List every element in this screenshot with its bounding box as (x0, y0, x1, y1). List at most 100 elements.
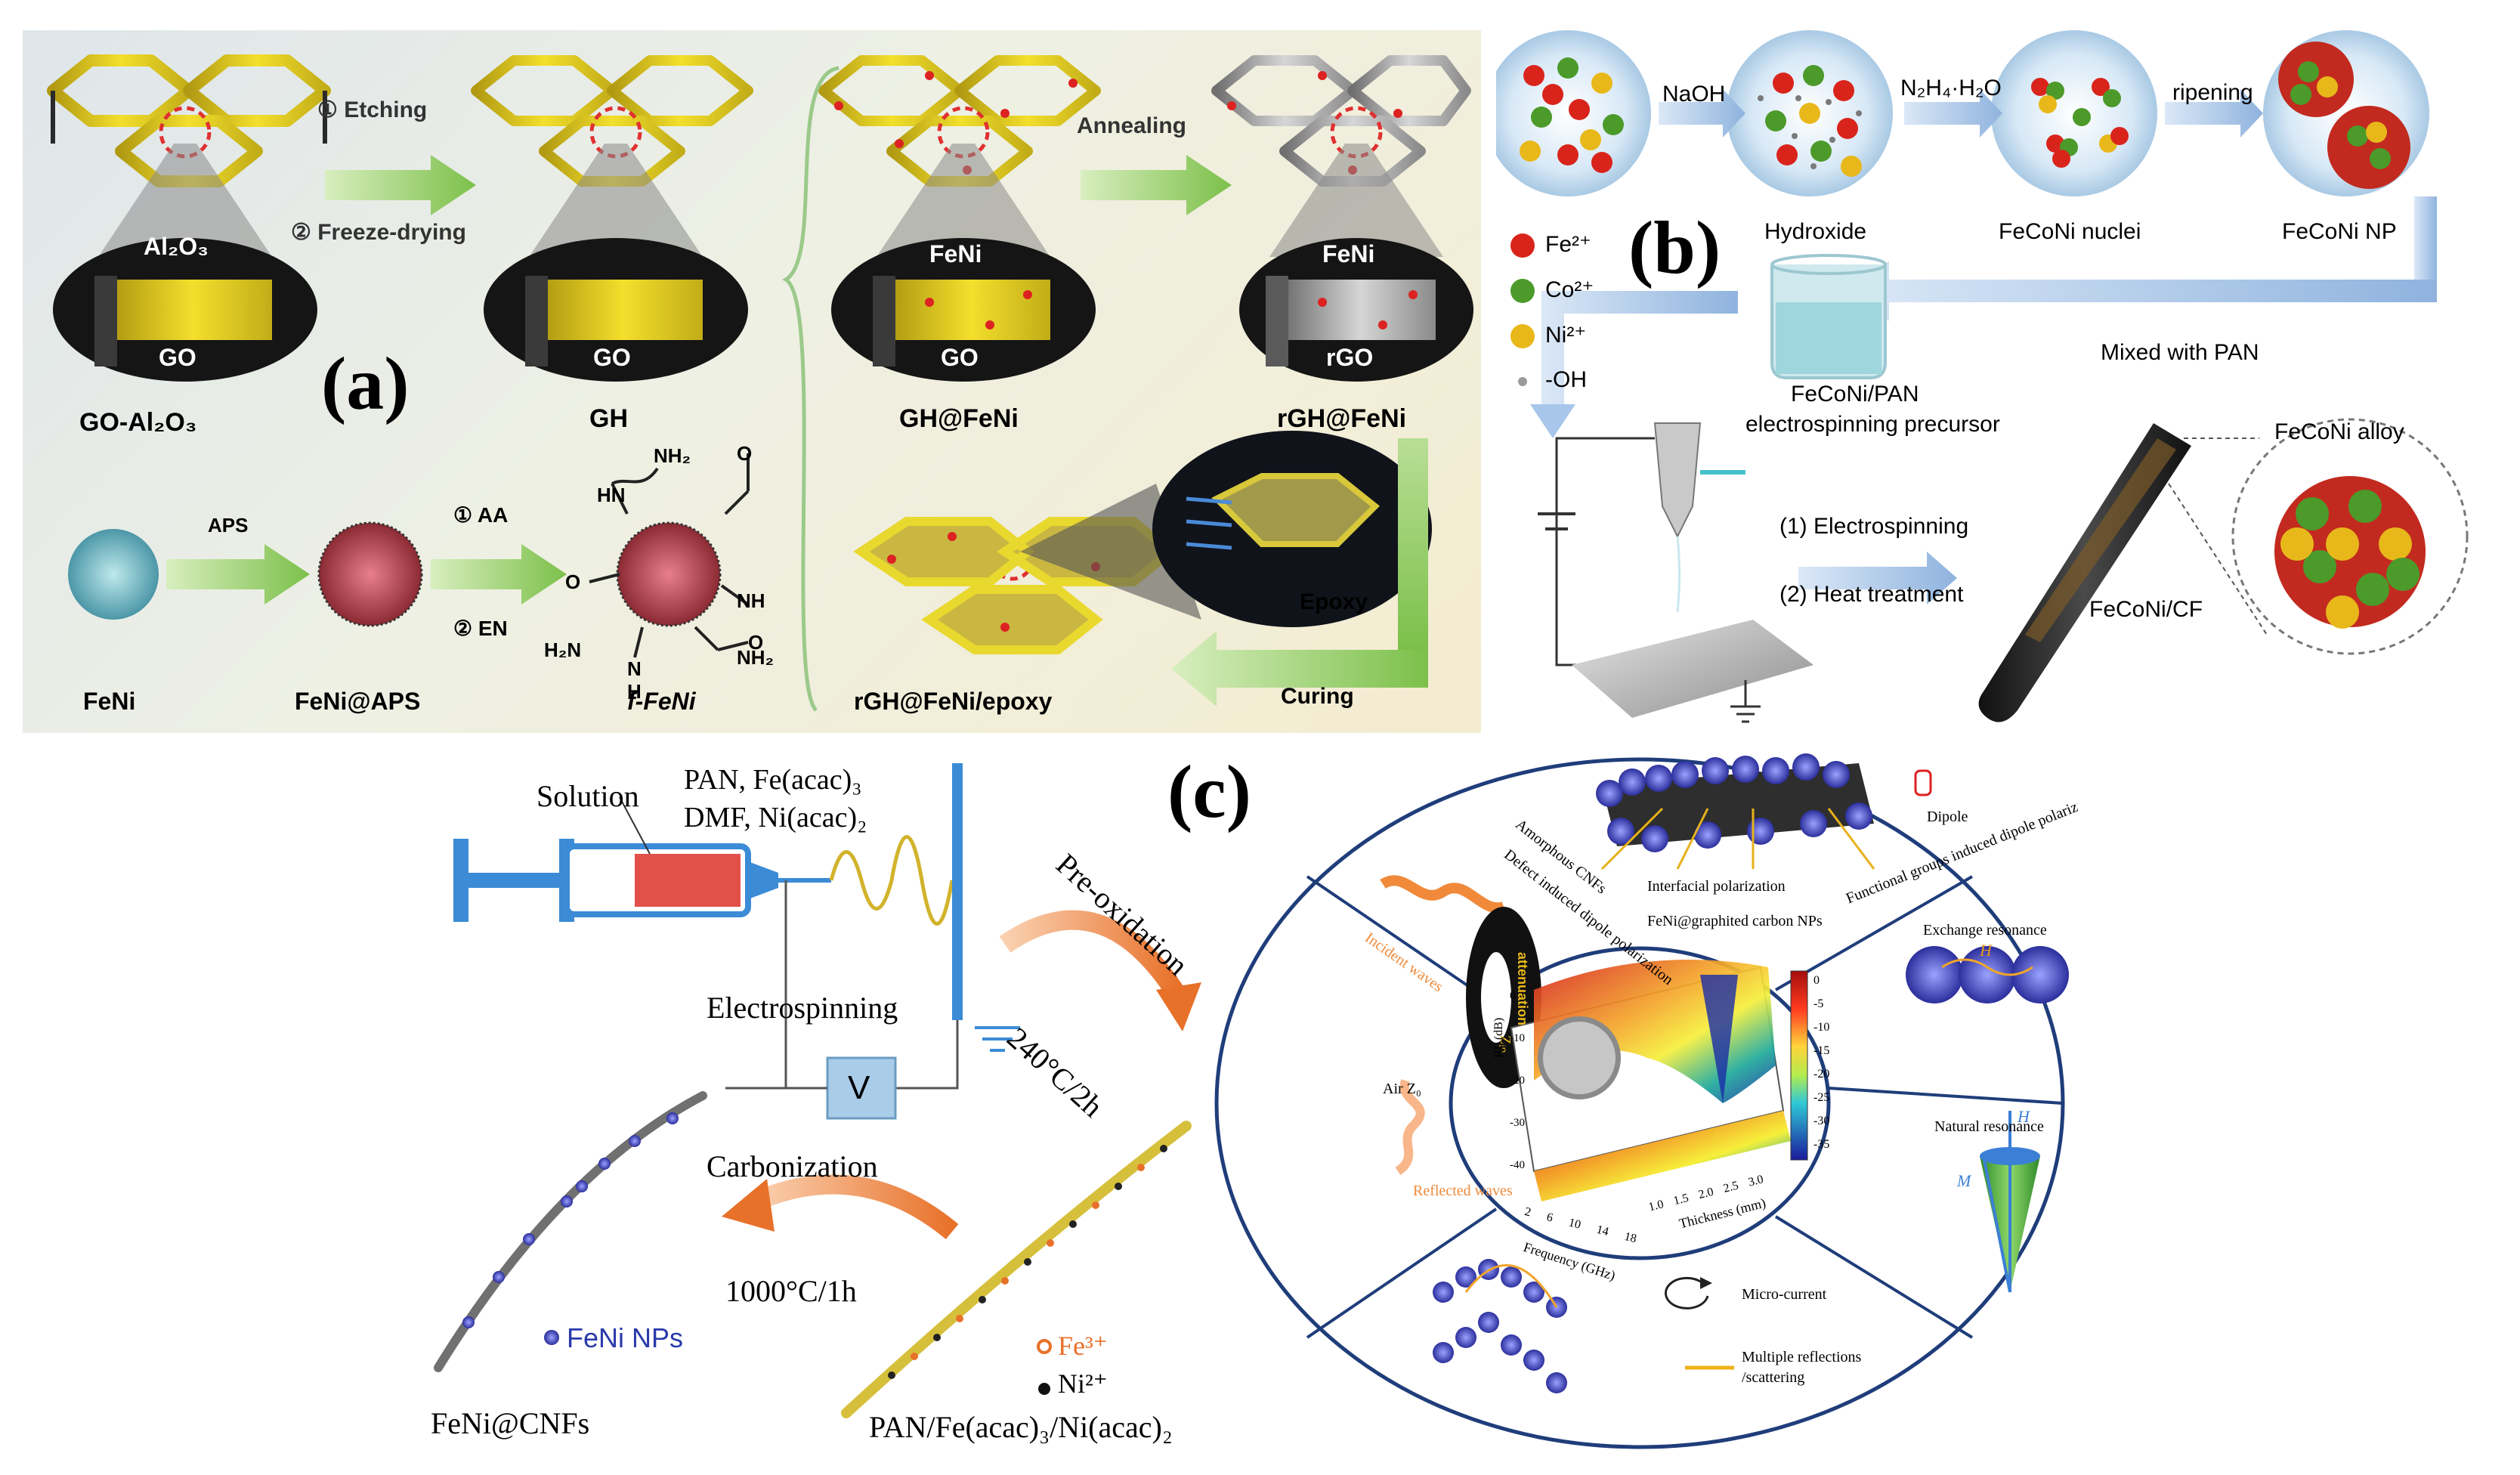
mech-micro: Micro-current (1742, 1286, 1827, 1303)
label-fiber: FeCoNi/CF (2089, 597, 2203, 622)
arrow-aps (166, 544, 310, 605)
syringe (453, 839, 831, 922)
label-fe3: Fe³⁺ (1058, 1331, 1108, 1361)
label-solution-line2: DMF, Ni(acac)₂ (684, 802, 867, 833)
label-precursor-2: electrospinning precursor (1745, 412, 2000, 437)
chem-h2n: H₂N (544, 639, 582, 661)
mech-m: M (1957, 1171, 1971, 1190)
mech-exchange: Exchange resonance (1923, 922, 2047, 938)
name-go-al2o3: GO-Al₂O₃ (79, 408, 197, 437)
label-precursor-1: FeCoNi/PAN (1791, 382, 1919, 407)
panel-c: Solution PAN, Fe(acac)₃ DMF, Ni(acac)₂ E… (423, 748, 2078, 1458)
zoom-label-feni-1: FeNi (929, 240, 982, 267)
mech-air: Air Z₀ (1383, 1081, 1421, 1097)
rl-tick: -40 (1510, 1159, 1525, 1171)
label-feni-nps: FeNi NPs (567, 1322, 684, 1353)
nuclei-clusters (2031, 78, 2129, 168)
label-aa: ① AA (453, 503, 509, 527)
label-en: ② EN (453, 617, 508, 640)
mech-natural: Natural resonance (1934, 1118, 2044, 1135)
label-naoh: NaOH (1662, 82, 1726, 107)
label-alloy: FeCoNi alloy (2274, 419, 2404, 444)
electrospinning-setup (1538, 422, 1813, 723)
cbar-tick: -10 (1813, 1021, 1830, 1034)
cbar-tick: 0 (1813, 974, 1820, 987)
rl-ticks: 0 -10 -20 -30 -40 (1510, 975, 1525, 1186)
cbar-tick: -15 (1813, 1044, 1830, 1057)
arrow-preoxidation (999, 910, 1188, 1003)
label-np: FeCoNi NP (2282, 219, 2397, 244)
zoom-label-rgo: rGO (1326, 344, 1374, 371)
label-precursor-fiber: PAN/Fe(acac)₃/Ni(acac)₂ (869, 1410, 1173, 1444)
label-epoxy: Epoxy (1300, 589, 1368, 614)
label-aps: APS (208, 514, 249, 537)
mech-dipole: Dipole (1927, 809, 1968, 825)
mech-reflected: Reflected waves (1413, 1183, 1513, 1199)
cbar-tick: -5 (1813, 997, 1824, 1010)
plot-rl-axis: RL (dB) (1492, 1017, 1505, 1058)
name-feni: FeNi (83, 688, 136, 715)
label-curing: Curing (1281, 684, 1354, 709)
rl-tick: -10 (1510, 1032, 1525, 1044)
freq-tick: 6 (1544, 1211, 1554, 1225)
beaker (1770, 254, 1887, 379)
name-rgh-feni-epoxy: rGH@FeNi/epoxy (854, 688, 1053, 715)
rl-tick: -30 (1510, 1117, 1525, 1129)
mech-multi-1: Multiple reflections (1742, 1349, 1862, 1365)
panel-a-graphics (47, 54, 1473, 712)
chem-hn: HN (597, 484, 626, 506)
chem-o-left: O (565, 571, 581, 593)
label-nuclei: FeCoNi nuclei (1999, 219, 2141, 244)
precursor-fiber (841, 1121, 1192, 1418)
panel-b: NaOH N₂H₄·H₂O ripening Hydroxide FeCoNi … (1496, 15, 2501, 733)
label-ni2: Ni²⁺ (1058, 1368, 1108, 1399)
name-f-feni: f-FeNi (627, 688, 696, 715)
np-clusters (2278, 42, 2410, 189)
alloy-cluster (2274, 476, 2426, 629)
mech-h-natural: H (2018, 1107, 2030, 1126)
legend-oh: -OH (1545, 367, 1587, 392)
zoom-label-go-2: GO (593, 344, 631, 371)
chem-nh: NH (737, 589, 765, 612)
zoom-label-go-1: GO (159, 344, 196, 371)
zoom-label-al2o3: Al₂O₃ (144, 233, 209, 260)
chem-n: N (627, 657, 642, 680)
arrow-etching (325, 155, 476, 215)
panel-b-label: (b) (1628, 206, 1721, 289)
label-product: FeNi@CNFs (431, 1406, 590, 1440)
label-electrospinning: Electrospinning (707, 991, 898, 1025)
panel-a: (a) ① Etching ② Freeze-drying Annealing … (23, 30, 1481, 733)
label-mixed-pan: Mixed with PAN (2101, 340, 2259, 365)
freq-tick: 10 (1567, 1216, 1582, 1232)
chem-o-bottom: O (748, 631, 764, 654)
name-gh-feni: GH@FeNi (899, 404, 1019, 433)
chem-o-top: O (737, 442, 753, 465)
label-solution-line1: PAN, Fe(acac)₃ (684, 764, 862, 796)
label-carb-temp: 1000°C/1h (725, 1274, 857, 1308)
ion-dots (1520, 57, 1624, 173)
rl-tick: -20 (1510, 1075, 1525, 1087)
rl-3d-plot (1510, 960, 1808, 1201)
mech-h-exchange: H (1980, 941, 1992, 960)
cbar-tick: -35 (1813, 1138, 1830, 1151)
arrow-aa-en (431, 544, 567, 605)
name-rgh-feni: rGH@FeNi (1277, 404, 1407, 433)
legend-fe: Fe²⁺ (1545, 232, 1591, 257)
chem-nh2-right: NH₂ (737, 646, 775, 669)
legend-co: Co²⁺ (1545, 277, 1594, 302)
rl-tick: 0 (1510, 990, 1516, 1002)
feni-aps-particle (317, 521, 423, 627)
mech-multi-2: /scattering (1742, 1369, 1805, 1386)
mech-feni-gc: FeNi@graphited carbon NPs (1647, 913, 1823, 929)
panel-c-graphics (434, 753, 2069, 1449)
voltage-source (826, 1056, 897, 1120)
label-solution: Solution (536, 779, 639, 813)
label-etching: ① Etching (317, 97, 428, 122)
chem-h: H (627, 680, 642, 703)
cbar-tick: -30 (1813, 1115, 1830, 1127)
label-annealing: Annealing (1077, 113, 1187, 138)
feni-particle (68, 529, 159, 620)
arrow-down (1398, 438, 1428, 669)
freq-tick: 14 (1594, 1223, 1610, 1239)
hydroxide-dots (1758, 65, 1862, 177)
